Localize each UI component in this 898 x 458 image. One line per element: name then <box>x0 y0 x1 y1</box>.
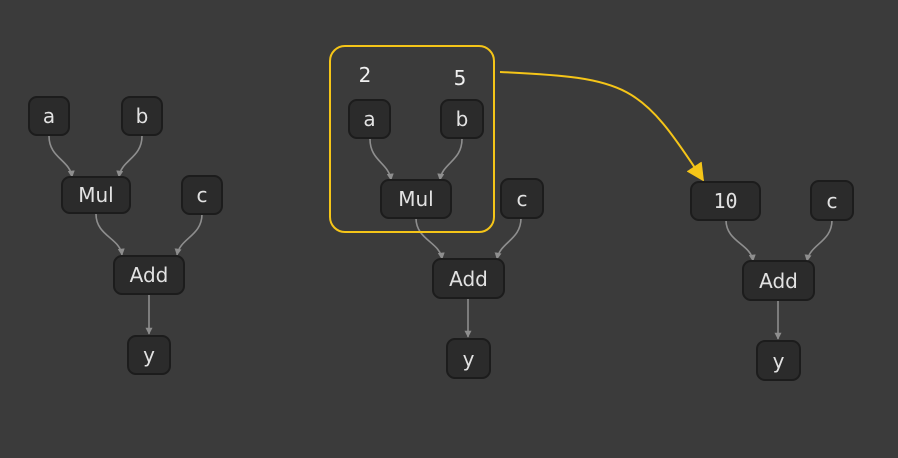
edge-g1-c-add <box>174 213 203 256</box>
g2-value-b: 5 <box>453 66 467 90</box>
edge-g3-c-add <box>804 219 833 262</box>
g2-node-b: b <box>440 99 484 139</box>
g1-node-c: c <box>181 175 223 215</box>
g3-node-y: y <box>756 340 801 381</box>
edge-g1-a-mul <box>48 135 75 178</box>
g3-node-c: c <box>810 180 854 221</box>
edge-g1-mul-add <box>95 213 125 256</box>
g2-node-add: Add <box>432 258 505 299</box>
evaluation-arrow <box>499 71 704 182</box>
g2-node-c: c <box>500 178 544 219</box>
g2-node-a: a <box>348 99 391 139</box>
edge-g3-result-add <box>725 219 756 262</box>
edge-g2-c-add <box>494 217 522 260</box>
g3-node-result: 10 <box>690 181 761 221</box>
g2-node-mul: Mul <box>380 179 452 219</box>
g1-node-b: b <box>121 96 163 136</box>
edge-g2-b-mul <box>437 138 463 181</box>
g1-node-y: y <box>127 335 171 375</box>
g2-value-a: 2 <box>358 63 372 87</box>
g2-node-y: y <box>446 338 491 379</box>
edge-g1-b-mul <box>116 135 143 178</box>
g1-node-mul: Mul <box>61 176 131 214</box>
g1-node-a: a <box>28 96 70 136</box>
g3-node-add: Add <box>742 260 815 301</box>
highlight-box <box>329 45 495 233</box>
edge-g2-a-mul <box>369 138 394 181</box>
g1-node-add: Add <box>113 255 185 295</box>
edge-g2-mul-add <box>415 217 445 260</box>
